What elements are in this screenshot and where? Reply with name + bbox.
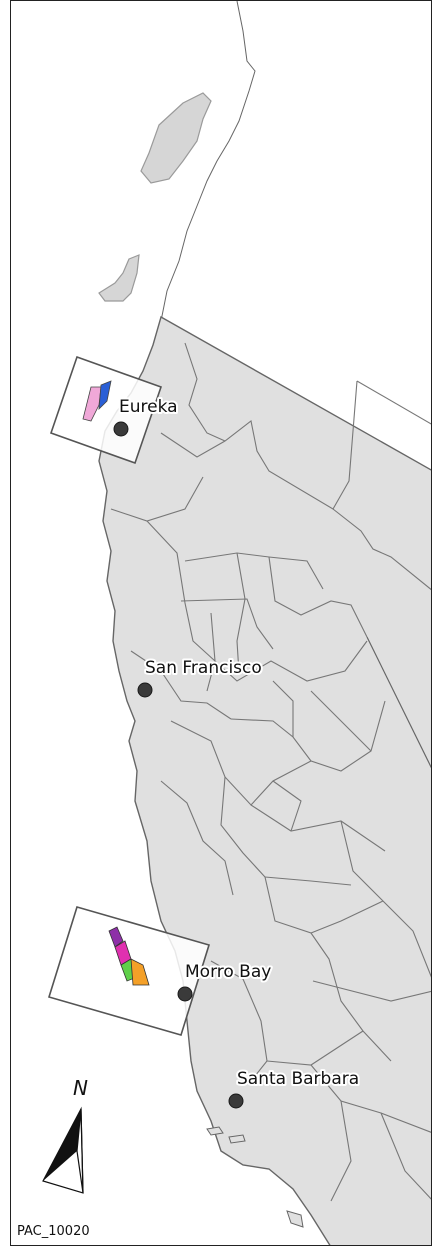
city-label-santa-barbara: Santa Barbara (237, 1069, 359, 1089)
city-label-eureka: Eureka (119, 397, 178, 417)
county-boundaries (110, 342, 431, 1202)
map-canvas: Eureka San Francisco Morro Bay Santa Bar… (42, 1, 431, 1245)
city-label-san-francisco: San Francisco (145, 658, 262, 678)
map-frame: Eureka San Francisco Morro Bay Santa Bar… (10, 0, 432, 1246)
city-marker-morro-bay (177, 986, 193, 1002)
north-arrow-icon: N (42, 1076, 88, 1194)
north-arrow-label: N (73, 1076, 88, 1100)
city-marker-eureka (113, 421, 129, 437)
morro-bay-lease-area-purple (108, 926, 124, 948)
city-marker-santa-barbara (228, 1093, 244, 1109)
city-markers (113, 421, 244, 1109)
morro-bay-lease-box (47, 906, 211, 1036)
eureka-lease-area-pink (82, 386, 102, 422)
offshore-landmass-north (140, 92, 212, 184)
city-marker-san-francisco (137, 682, 153, 698)
eureka-lease-box (49, 355, 163, 465)
california-land (98, 315, 431, 1245)
offshore-landmass-south (98, 254, 140, 302)
map-id-label: PAC_10020 (17, 1224, 90, 1239)
channel-islands (206, 1126, 304, 1228)
morro-bay-lease-area-orange (130, 958, 150, 986)
city-label-morro-bay: Morro Bay (185, 962, 271, 982)
eureka-lease-area-blue (98, 380, 112, 411)
state-border-east (366, 636, 431, 769)
northern-coastline (160, 1, 256, 322)
